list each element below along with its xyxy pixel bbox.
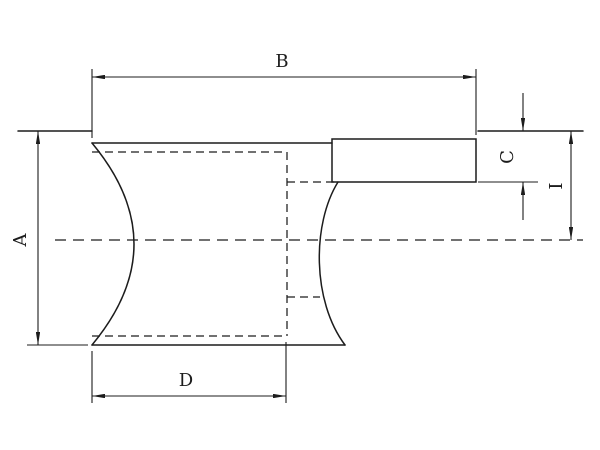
dim-label-b: B [275,51,288,72]
body-right-concave-edge [318,181,346,346]
dim-label-a: A [10,233,31,248]
part-outline [17,130,584,346]
hidden-lines [92,151,334,337]
dim-label-c: C [497,150,518,164]
dim-label-d: D [179,370,193,391]
dim-label-i: I [546,182,567,189]
body-left-concave-edge [91,142,135,346]
axle-pin-outline [331,138,477,183]
dimensions: B A C I D [10,51,574,403]
